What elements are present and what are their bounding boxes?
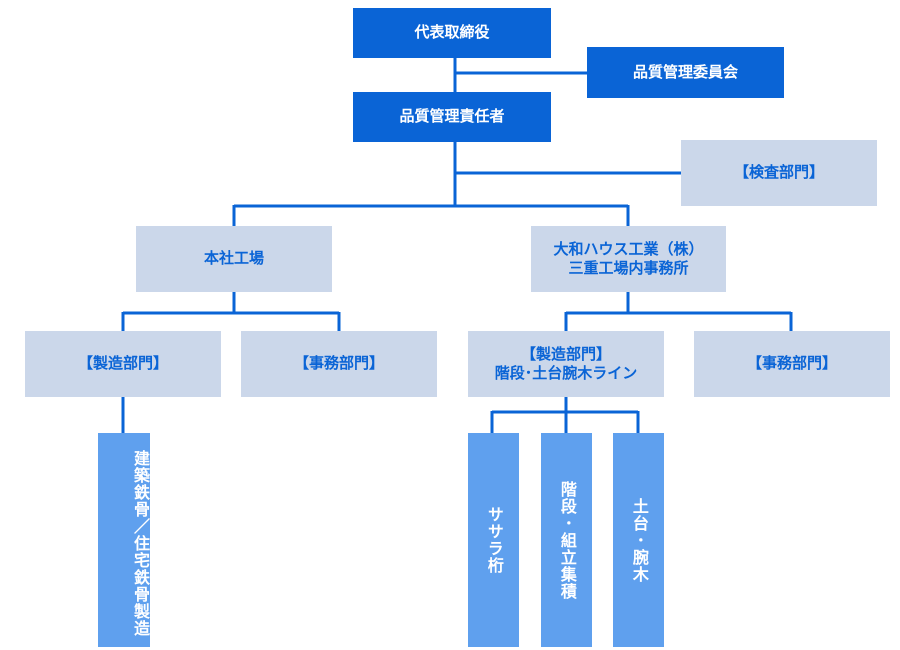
line-sasara-box: ササラ桁 xyxy=(468,433,519,647)
line-stairs-box: 階段･組立集積 xyxy=(541,433,592,647)
line-stairs-label: 階段･組立集積 xyxy=(557,480,577,600)
qm-manager-label: 品質管理責任者 xyxy=(399,107,505,126)
steel-box: 建築鉄骨／住宅鉄骨製造 xyxy=(98,433,150,647)
qm-manager-box: 品質管理責任者 xyxy=(353,92,551,142)
hq-manufacturing-box: 【製造部門】 xyxy=(25,331,221,397)
steel-label: 建築鉄骨／住宅鉄骨製造 xyxy=(131,449,150,637)
committee-box: 品質管理委員会 xyxy=(587,47,784,98)
head-factory-box: 本社工場 xyxy=(136,226,332,292)
hq-admin-box: 【事務部門】 xyxy=(241,331,437,397)
daiwa-office-line2: 三重工場内事務所 xyxy=(568,259,689,277)
daiwa-office-line1: 大和ハウス工業（株） xyxy=(553,239,704,258)
head-factory-label: 本社工場 xyxy=(203,249,264,268)
line-base-box: 土台･腕木 xyxy=(613,433,664,647)
daiwa-manufacturing-line1: 【製造部門】 xyxy=(520,344,611,363)
daiwa-office-box: 大和ハウス工業（株） 三重工場内事務所 xyxy=(531,226,726,292)
ceo-label: 代表取締役 xyxy=(414,23,490,42)
daiwa-admin-box: 【事務部門】 xyxy=(694,331,890,397)
daiwa-manufacturing-box: 【製造部門】 階段･土台腕木ライン xyxy=(468,331,664,397)
ceo-box: 代表取締役 xyxy=(353,8,551,58)
daiwa-manufacturing-line2: 階段･土台腕木ライン xyxy=(494,364,638,382)
hq-admin-label: 【事務部門】 xyxy=(293,354,384,373)
inspection-box: 【検査部門】 xyxy=(681,140,877,206)
line-base-label: 土台･腕木 xyxy=(629,497,649,583)
daiwa-admin-label: 【事務部門】 xyxy=(746,354,837,373)
committee-label: 品質管理委員会 xyxy=(632,62,738,81)
hq-manufacturing-label: 【製造部門】 xyxy=(77,354,168,373)
line-sasara-label: ササラ桁 xyxy=(484,506,504,574)
inspection-label: 【検査部門】 xyxy=(733,163,824,182)
